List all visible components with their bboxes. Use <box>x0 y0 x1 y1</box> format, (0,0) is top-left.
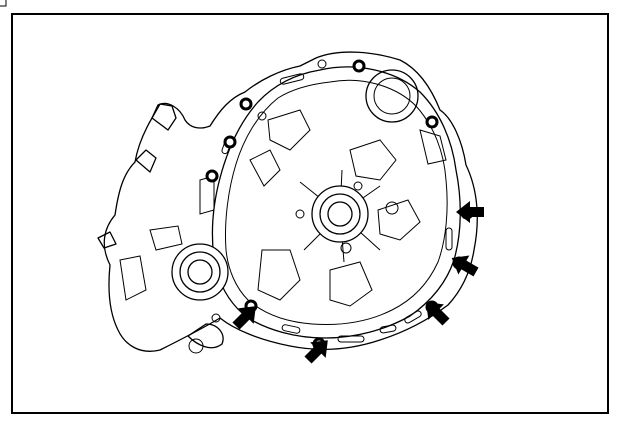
arrow-icon <box>426 302 450 326</box>
small-holes <box>188 59 399 354</box>
case-outline <box>97 51 478 352</box>
bolt-boss <box>425 115 439 129</box>
bolt-boss <box>205 169 219 183</box>
figure-frame <box>11 13 609 414</box>
bolt-boss <box>352 59 366 73</box>
arrow-icon <box>232 306 256 330</box>
bolt-boss <box>239 97 253 111</box>
arrow-icon <box>456 201 484 223</box>
corner-mark <box>0 0 7 7</box>
main-bearing <box>311 185 369 243</box>
pointer-arrows <box>232 201 484 364</box>
arrow-icon <box>451 255 479 277</box>
secondary-bearing <box>171 243 229 301</box>
arrow-icon <box>304 340 328 364</box>
bolt-boss <box>223 135 237 149</box>
